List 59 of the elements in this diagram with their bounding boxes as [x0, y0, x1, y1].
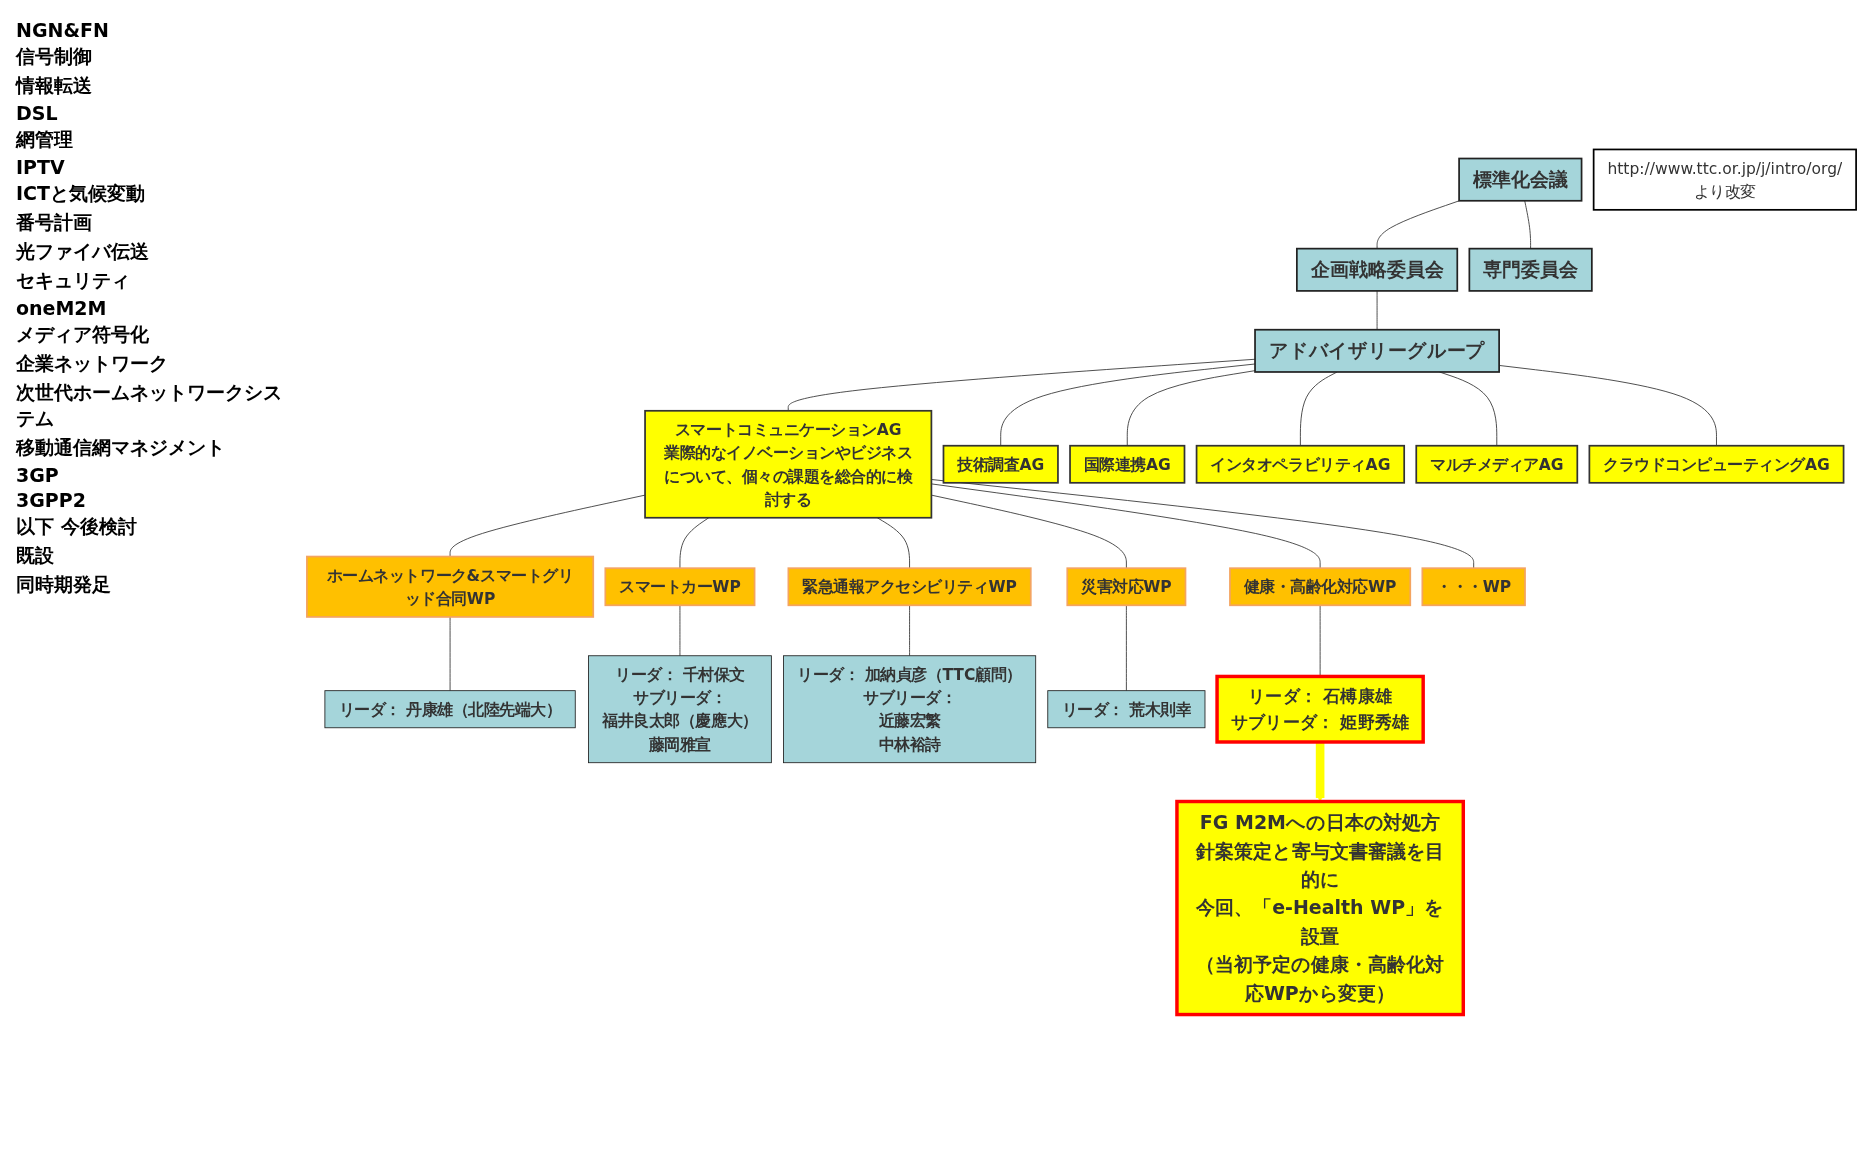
connector — [787, 358, 1256, 411]
node-box: FG M2Mへの日本の対処方針案策定と寄与文書審議を目的に 今回、「e-Health WP」を設置 （当初予定の健康・高齢化対応WPから変更） — [1175, 799, 1465, 1016]
note-text: DSL — [16, 102, 59, 124]
node-box: リーダ： 石榑康雄 サブリーダ： 姫野秀雄 — [1215, 674, 1425, 744]
node-box: リーダ： 荒木則幸 — [1047, 689, 1206, 728]
note-text: 番号計画 — [16, 210, 93, 235]
node-box: ホームネットワーク&スマートグリッド合同WP — [306, 555, 595, 618]
connector — [1125, 604, 1127, 691]
node-box: 健康・高齢化対応WP — [1229, 566, 1412, 606]
connector — [876, 516, 910, 569]
note-text: メディア符号化 — [16, 322, 150, 347]
connector — [909, 604, 910, 656]
node-box: クラウドコンピューティングAG — [1588, 444, 1845, 484]
note-text: 網管理 — [16, 127, 74, 152]
note-text: 以下 今後検討 — [16, 514, 138, 539]
node-box: ・・・WP — [1421, 566, 1526, 606]
connector — [1299, 371, 1338, 446]
arrow — [1315, 741, 1325, 802]
connector — [1376, 199, 1460, 249]
node-box: 技術調査AG — [942, 444, 1059, 484]
note-text: 信号制御 — [16, 44, 93, 69]
node-box: 標準化会議 — [1458, 157, 1583, 202]
node-box: 専門委員会 — [1468, 247, 1593, 292]
note-text: NGN&FN — [16, 19, 110, 41]
node-box: リーダ： 千村保文 サブリーダ： 福井良太郎（慶應大） 藤岡雅宣 — [588, 654, 772, 763]
note-text: oneM2M — [16, 297, 108, 319]
note-text: 光ファイバ伝送 — [16, 239, 150, 264]
node-box: アドバイザリーグループ — [1254, 328, 1500, 373]
connector — [1439, 371, 1498, 446]
node-box: マルチメディアAG — [1415, 444, 1579, 484]
note-text: ICTと気候変動 — [16, 181, 146, 206]
note-text: 企業ネットワーク — [16, 351, 169, 376]
note-text: IPTV — [16, 156, 66, 178]
node-box: 緊急通報アクセシビリティWP — [787, 566, 1032, 606]
node-box: 企画戦略委員会 — [1296, 247, 1459, 292]
node-box: 国際連携AG — [1069, 444, 1186, 484]
note-text: 次世代ホームネットワークシステム — [16, 380, 283, 431]
note-text: 3GP — [16, 464, 60, 486]
note-text: 同時期発足 — [16, 572, 112, 597]
node-box: http://www.ttc.or.jp/j/intro/org/ より改変 — [1592, 148, 1857, 211]
node-box: インタオペラビリティAG — [1195, 444, 1406, 484]
node-box: スマートカーWP — [604, 566, 756, 606]
connector — [679, 516, 710, 569]
node-box: リーダ： 加納貞彦（TTC顧問） サブリーダ： 近藤宏繁 中林裕詩 — [783, 654, 1037, 763]
note-text: セキュリティ — [16, 268, 131, 293]
connector — [1524, 199, 1532, 249]
note-text: 3GPP2 — [16, 489, 87, 511]
note-text: 情報転送 — [16, 73, 93, 98]
note-text: 既設 — [16, 543, 55, 568]
connector — [679, 604, 681, 656]
connector — [1000, 363, 1256, 446]
connector — [449, 616, 451, 691]
connector — [1376, 290, 1378, 330]
connector — [449, 494, 646, 557]
connector — [1126, 369, 1256, 446]
node-box: スマートコミュニケーションAG 業際的なイノベーションやビジネスについて、個々の課題を総合的に検討する — [644, 409, 933, 519]
node-box: 災害対応WP — [1066, 566, 1187, 606]
note-text: 移動通信網マネジメント — [16, 435, 226, 460]
node-box: リーダ： 丹康雄（北陸先端大） — [324, 689, 576, 728]
